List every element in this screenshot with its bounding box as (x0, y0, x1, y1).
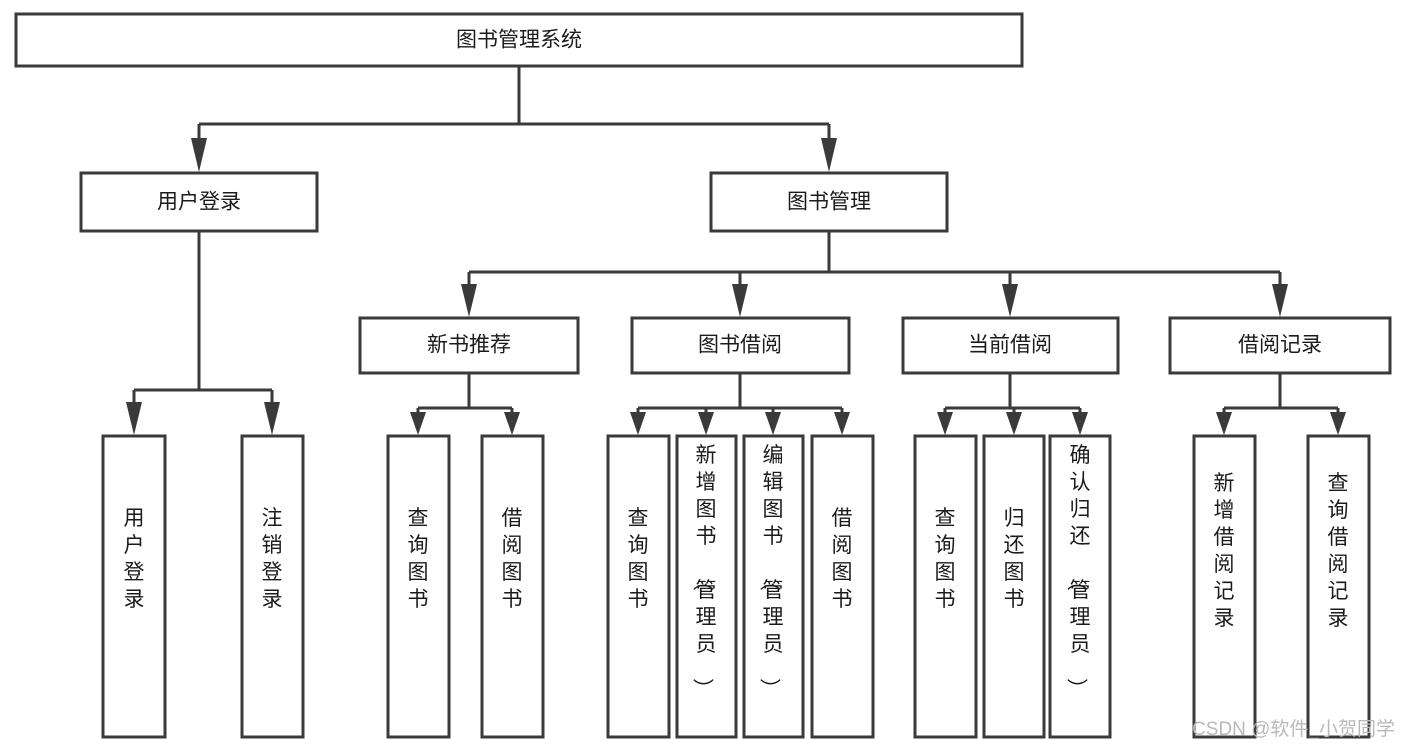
node-leaf-query-borrow-record[interactable]: 查询借阅记录 (1306, 434, 1371, 739)
node-layer: 图书管理系统 用户登录 图书管理 新书推荐 图书借阅 当前 (14, 12, 1392, 739)
arrow-bb-child-4 (834, 412, 850, 435)
arrow-bb-child-2 (698, 412, 714, 435)
node-user-login-box[interactable] (79, 171, 319, 233)
node-root-label: 图书管理系统 (456, 29, 582, 52)
node-borrow-record-label: 借阅记录 (1238, 334, 1322, 357)
arrow-cb-child-2 (1006, 412, 1022, 435)
node-leaf-borrow-book-label: 借阅图书 (832, 507, 853, 611)
node-leaf-query-borrow-record-box[interactable] (1306, 434, 1371, 739)
node-leaf-borrow-book-recommend[interactable]: 借阅图书 (480, 434, 545, 739)
node-current-borrow-box[interactable] (901, 316, 1120, 375)
node-current-borrow-label: 当前借阅 (968, 334, 1052, 357)
node-user-login-label: 用户登录 (157, 191, 241, 214)
arrow-to-book-borrow (732, 284, 748, 317)
arrow-to-book-management (821, 138, 837, 172)
node-leaf-query-book-current-box[interactable] (913, 434, 978, 739)
arrow-to-leaf-logout (264, 402, 280, 435)
node-leaf-query-book-borrow-box[interactable] (606, 434, 671, 739)
node-leaf-return-book-label: 归还图书 (1004, 507, 1025, 611)
node-current-borrow[interactable]: 当前借阅 (901, 316, 1120, 375)
arrow-bb-child-1 (630, 412, 646, 435)
node-leaf-logout-box[interactable] (240, 434, 305, 739)
node-leaf-query-book-recommend[interactable]: 查询图书 (386, 434, 451, 739)
node-leaf-borrow-book-recommend-label: 借阅图书 (502, 507, 523, 611)
csdn-watermark: CSDN @软件_小贺同学 (1192, 718, 1395, 740)
node-book-borrow-box[interactable] (630, 316, 851, 375)
node-leaf-add-book-box[interactable] (675, 434, 738, 739)
node-user-login[interactable]: 用户登录 (79, 171, 319, 233)
node-leaf-logout[interactable]: 注销登录 (240, 434, 305, 739)
node-leaf-add-book-label: 新增图书（管理员） (691, 444, 717, 699)
arrow-to-borrow-record (1272, 284, 1288, 317)
node-book-management-box[interactable] (709, 171, 949, 233)
arrow-cb-child-1 (937, 412, 953, 435)
node-leaf-confirm-return-label: 确认归还（管理员） (1065, 444, 1091, 699)
arrow-br-child-2 (1330, 412, 1346, 435)
node-borrow-record[interactable]: 借阅记录 (1168, 316, 1392, 375)
node-leaf-add-borrow-record-label: 新增借阅记录 (1214, 472, 1235, 630)
arrow-nbr-child-2 (504, 412, 520, 435)
node-leaf-query-book-current-label: 查询图书 (935, 507, 956, 611)
node-leaf-logout-label: 注销登录 (262, 507, 283, 611)
node-leaf-query-borrow-record-label: 查询借阅记录 (1328, 472, 1349, 630)
node-leaf-query-book-current[interactable]: 查询图书 (913, 434, 978, 739)
node-new-book-recommend-box[interactable] (358, 316, 580, 375)
node-leaf-query-book-recommend-label: 查询图书 (408, 507, 429, 611)
node-leaf-user-login-box[interactable] (101, 434, 167, 739)
node-leaf-user-login-label: 用户登录 (124, 507, 145, 611)
node-book-borrow-label: 图书借阅 (698, 334, 782, 357)
node-leaf-edit-book-box[interactable] (742, 434, 805, 739)
node-leaf-borrow-book-box[interactable] (810, 434, 875, 739)
node-new-book-recommend[interactable]: 新书推荐 (358, 316, 580, 375)
arrow-to-new-book-recommend (461, 284, 477, 317)
node-borrow-record-box[interactable] (1168, 316, 1392, 375)
node-leaf-confirm-return[interactable]: 确认归还（管理员） (1048, 434, 1112, 739)
arrow-cb-child-3 (1072, 412, 1088, 435)
arrow-to-leaf-user-login (126, 402, 142, 435)
node-new-book-recommend-label: 新书推荐 (427, 334, 511, 357)
node-leaf-query-book-recommend-box[interactable] (386, 434, 451, 739)
node-root[interactable]: 图书管理系统 (14, 12, 1024, 68)
node-book-borrow[interactable]: 图书借阅 (630, 316, 851, 375)
arrow-br-child-1 (1216, 412, 1232, 435)
node-root-box[interactable] (14, 12, 1024, 68)
node-leaf-query-book-borrow[interactable]: 查询图书 (606, 434, 671, 739)
node-leaf-query-book-borrow-label: 查询图书 (628, 507, 649, 611)
arrow-nbr-child-1 (410, 412, 426, 435)
arrow-bb-child-3 (765, 412, 781, 435)
node-book-management[interactable]: 图书管理 (709, 171, 949, 233)
arrow-to-current-borrow (1002, 284, 1018, 317)
node-leaf-return-book[interactable]: 归还图书 (982, 434, 1046, 739)
node-leaf-user-login[interactable]: 用户登录 (101, 434, 167, 739)
arrowhead-layer (126, 138, 1346, 435)
node-leaf-return-book-box[interactable] (982, 434, 1046, 739)
node-leaf-add-borrow-record[interactable]: 新增借阅记录 (1192, 434, 1257, 739)
node-leaf-confirm-return-box[interactable] (1048, 434, 1112, 739)
node-leaf-add-borrow-record-box[interactable] (1192, 434, 1257, 739)
arrow-to-user-login (191, 138, 207, 172)
node-leaf-borrow-book[interactable]: 借阅图书 (810, 434, 875, 739)
node-leaf-edit-book[interactable]: 编辑图书（管理员） (742, 434, 805, 739)
node-book-management-label: 图书管理 (787, 191, 871, 214)
node-leaf-borrow-book-recommend-box[interactable] (480, 434, 545, 739)
node-leaf-edit-book-label: 编辑图书（管理员） (758, 444, 784, 699)
node-leaf-add-book[interactable]: 新增图书（管理员） (675, 434, 738, 739)
